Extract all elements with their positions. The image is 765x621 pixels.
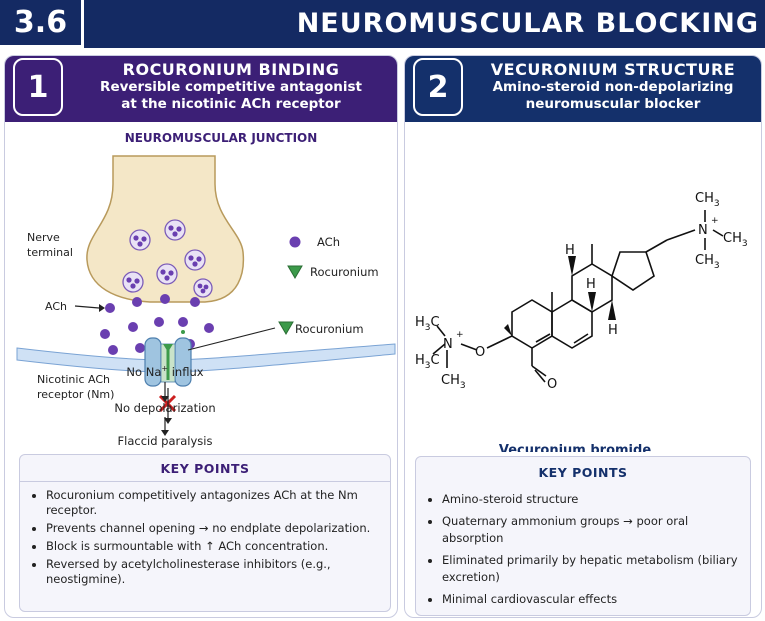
panel2-title: VECURONIUM STRUCTURE [490,60,736,79]
atom-h-1: H [565,243,575,258]
atom-o-ether: O [475,345,485,360]
receptor-label-1: Nicotinic ACh [37,373,110,386]
page-title: NEUROMUSCULAR BLOCKING [296,8,759,39]
wedge-h1 [568,256,576,276]
atom-n-left: N [443,337,453,352]
flow-arrowhead-3 [161,430,169,436]
wedge-h3 [608,300,616,320]
ach-molecules [100,294,214,355]
panel2-key-point: Minimal cardiovascular effects [442,591,750,608]
panel1-header: 1 ROCURONIUM BINDING Reversible competit… [5,56,397,122]
wedge-h2 [588,292,596,312]
header-bar [0,0,765,48]
panel1-subtitle-1: Reversible competitive antagonist [100,79,362,95]
steroid-skeleton [432,210,724,383]
muscle-membrane [16,343,396,373]
panel1-key-points-title: KEY POINTS [20,455,390,482]
panel1-subtitle-2: at the nicotinic ACh receptor [121,96,341,112]
h3c-top: H3C [415,315,440,333]
vecuronium-structure-diagram: H H H CH3 N + CH3 CH3 H3C N + H3C CH3 O … [415,191,748,452]
legend-ach-label: ACh [317,235,340,249]
flow-step-3: Flaccid paralysis [118,434,213,448]
diagram-title: NEUROMUSCULAR JUNCTION [125,131,318,145]
ch3-top: CH3 [695,191,720,209]
legend-rocuronium-label: Rocuronium [310,265,379,279]
h3c-bottom: H3C [415,353,440,371]
flow-chart: No Na+ influx No depolarization Flaccid … [114,364,215,448]
flow-step-2: No depolarization [114,401,215,415]
panel2-number: 2 [413,58,463,116]
ach-arrow-label: ACh [45,300,67,313]
atom-h-3: H [608,323,618,338]
atom-h-2: H [586,277,596,292]
bound-rocuronium [163,344,173,352]
panel2-key-point: Amino-steroid structure [442,491,750,508]
receptor-label-2: receptor (Nm) [37,388,114,401]
panel2-key-point: Quaternary ammonium groups → poor oral a… [442,513,750,547]
atom-o-carbonyl: O [547,377,557,392]
panel1-key-point: Block is surmountable with ↑ ACh concent… [46,539,390,554]
panel1-key-point: Reversed by acetylcholinesterase inhibit… [46,557,390,587]
panel2-subtitle-2: neuromuscular blocker [525,96,701,112]
panel-vecuronium-structure: 2 VECURONIUM STRUCTURE Amino-steroid non… [404,55,762,618]
panel1-key-point: Prevents channel opening → no endplate d… [46,521,390,536]
legend-rocuronium-triangle [287,265,303,279]
ach-arrow-head [99,304,105,312]
charge-left: + [456,330,464,340]
rocuronium-callout-label: Rocuronium [295,322,364,336]
flow-step-1: No Na+ influx [126,364,203,379]
rocuronium-callout-line [187,327,276,351]
panel2-key-point: Eliminated primarily by hepatic metaboli… [442,552,750,586]
legend-ach-dot [289,236,301,248]
panel1-number: 1 [13,58,63,116]
panel2-key-points-title: KEY POINTS [538,465,628,480]
nicotinic-receptor [144,337,192,387]
charge-right: + [711,216,719,226]
bound-rocuronium-dot [181,330,185,334]
nerve-label-2: terminal [27,246,73,259]
panel1-key-point: Rocuronium competitively antagonizes ACh… [46,488,390,518]
vesicle-group [122,219,213,298]
flow-arrowhead-1 [164,418,172,424]
ch3-bottom: CH3 [695,253,720,271]
nerve-label-1: Nerve [27,231,60,244]
panel2-subtitle-1: Amino-steroid non-depolarizing [492,79,734,95]
ch3-left-bottom: CH3 [441,373,466,391]
panel1-key-points: KEY POINTS Rocuronium competitively anta… [19,454,391,612]
nmj-diagram: NEUROMUSCULAR JUNCTION [16,131,396,424]
atom-n-right: N [698,223,708,238]
panel-rocuronium-binding: 1 ROCURONIUM BINDING Reversible competit… [4,55,398,618]
wedge-o [504,324,512,336]
panel2-key-points: KEY POINTS Amino-steroid structure Quate… [415,456,751,616]
section-number: 3.6 [0,0,84,48]
ach-arrow-line [74,305,100,309]
rocuronium-callout-triangle [278,321,294,335]
flow-arrowhead-2 [161,396,169,402]
ch3-right: CH3 [723,231,748,249]
structure-caption: Vecuronium bromide [499,443,651,452]
panel1-title: ROCURONIUM BINDING [122,60,340,79]
panel2-header: 2 VECURONIUM STRUCTURE Amino-steroid non… [405,56,761,122]
